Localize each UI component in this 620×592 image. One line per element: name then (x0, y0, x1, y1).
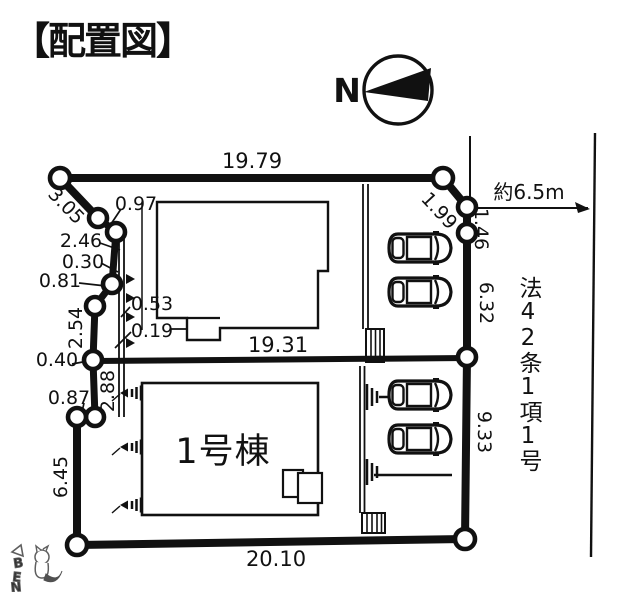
utility-mark-icon (365, 459, 379, 485)
watermark-letter: N (10, 580, 22, 592)
dim-w01: 0.97 (115, 193, 157, 215)
dim-w04: 0.81 (39, 270, 81, 292)
site-boundary (57, 174, 471, 549)
watermark-logo: B E N (10, 543, 63, 592)
watermark-letter: B (12, 556, 24, 572)
car-icon (387, 229, 453, 267)
dim-e02: 6.32 (475, 282, 497, 324)
compass-needle (364, 68, 431, 101)
lower-building-label: 1号棟 (175, 432, 270, 472)
slope-mark-icon (111, 385, 143, 402)
dim-w03: 0.30 (62, 251, 104, 273)
dim-south-side: 20.10 (246, 547, 306, 571)
slope-mark-icon (111, 439, 143, 456)
dim-north-side: 19.79 (222, 149, 282, 173)
road-east (469, 132, 597, 558)
watermark-letter: E (12, 570, 22, 586)
cat-icon (34, 544, 63, 583)
road-width-label: 約6.5m (493, 180, 564, 204)
dim-w10: 0.87 (48, 387, 90, 409)
utility-mark-icon (365, 384, 388, 410)
dim-e01: 1.46 (470, 208, 492, 250)
lower-lot-fence (359, 366, 366, 513)
car-icon (387, 420, 453, 458)
upper-building (155, 200, 330, 342)
dim-w08: 0.40 (36, 349, 78, 371)
road-law-label: 法42条1項1号 (515, 276, 541, 472)
dim-nw-diagonal: 3.05 (43, 183, 88, 229)
dim-w09: 2.88 (97, 370, 119, 412)
road-width-arrow (575, 202, 590, 213)
dim-w11: 6.45 (50, 456, 72, 498)
car-icon (387, 273, 453, 311)
dim-w06: 0.19 (131, 320, 173, 342)
dim-middle: 19.31 (248, 333, 308, 357)
boundary-marker-arrows (126, 274, 135, 348)
survey-points (47, 165, 479, 558)
page-title: 【配置図】 (12, 19, 194, 63)
north-compass: N (333, 54, 434, 126)
car-icon (387, 376, 453, 414)
lower-building (140, 381, 324, 517)
compass-n-label: N (333, 71, 361, 110)
upper-lot-fence (362, 184, 369, 329)
dim-e03: 9.33 (473, 411, 495, 453)
stairs-icon (361, 512, 386, 534)
dim-w05: 0.53 (131, 293, 173, 315)
dim-w07: 2.54 (65, 307, 87, 349)
west-boundary-band (118, 232, 125, 417)
lower-building-porch-step (296, 471, 324, 505)
dim-w02: 2.46 (60, 230, 102, 252)
slope-mark-icon (111, 497, 143, 514)
